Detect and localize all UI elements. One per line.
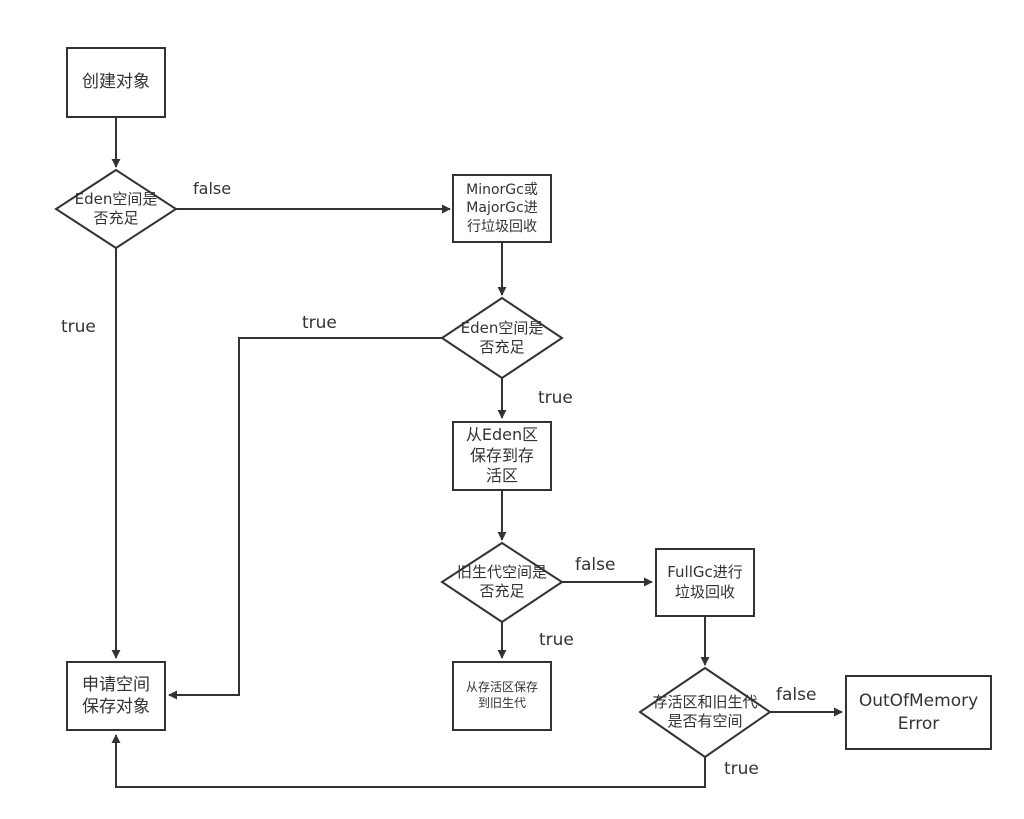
node-create-object: 创建对象: [66, 47, 166, 118]
node-alloc-save-label: 申请空间 保存对象: [82, 674, 150, 717]
node-oom-error-label: OutOfMemory Error: [858, 691, 979, 734]
edge-label-true-4: true: [539, 630, 574, 650]
node-old-gen-check-label: 旧生代空间是 否充足: [456, 562, 547, 601]
edge-label-false-1: false: [193, 179, 232, 198]
edge-label-true-5: true: [724, 759, 759, 779]
node-eden-check-2-label: Eden空间是 否充足: [460, 318, 544, 357]
node-eden-check-1: Eden空间是 否充足: [46, 182, 186, 236]
node-survivor-old-check: 存活区和旧生代 是否有空间: [630, 685, 780, 739]
node-alloc-save: 申请空间 保存对象: [66, 661, 166, 731]
edge-label-false-2: false: [575, 555, 616, 575]
edge-label-false-3: false: [776, 685, 817, 705]
node-full-gc-label: FullGc进行 垃圾回收: [667, 563, 743, 601]
node-survivor-to-old: 从存活区保存 到旧生代: [452, 661, 552, 731]
node-minor-major-gc: MinorGc或 MajorGc进 行垃圾回收: [452, 174, 552, 243]
node-oom-error: OutOfMemory Error: [845, 675, 992, 750]
node-eden-to-survivor-label: 从Eden区 保存到存 活区: [465, 424, 539, 486]
node-old-gen-check: 旧生代空间是 否充足: [432, 555, 572, 609]
node-minor-major-gc-label: MinorGc或 MajorGc进 行垃圾回收: [466, 182, 538, 235]
edge-label-true-1: true: [61, 317, 96, 337]
edge-eden-check-2-true-left: [168, 337, 442, 700]
node-eden-to-survivor: 从Eden区 保存到存 活区: [452, 421, 552, 491]
edge-label-true-3: true: [538, 388, 573, 408]
node-eden-check-1-label: Eden空间是 否充足: [74, 189, 158, 228]
edge-label-true-2: true: [302, 313, 337, 333]
node-full-gc: FullGc进行 垃圾回收: [655, 548, 755, 617]
node-survivor-old-check-label: 存活区和旧生代 是否有空间: [652, 692, 758, 731]
edge-survivor-old-check-true: [111, 734, 706, 788]
node-create-object-label: 创建对象: [82, 72, 150, 93]
node-survivor-to-old-label: 从存活区保存 到旧生代: [465, 680, 538, 710]
node-eden-check-2: Eden空间是 否充足: [432, 311, 572, 365]
